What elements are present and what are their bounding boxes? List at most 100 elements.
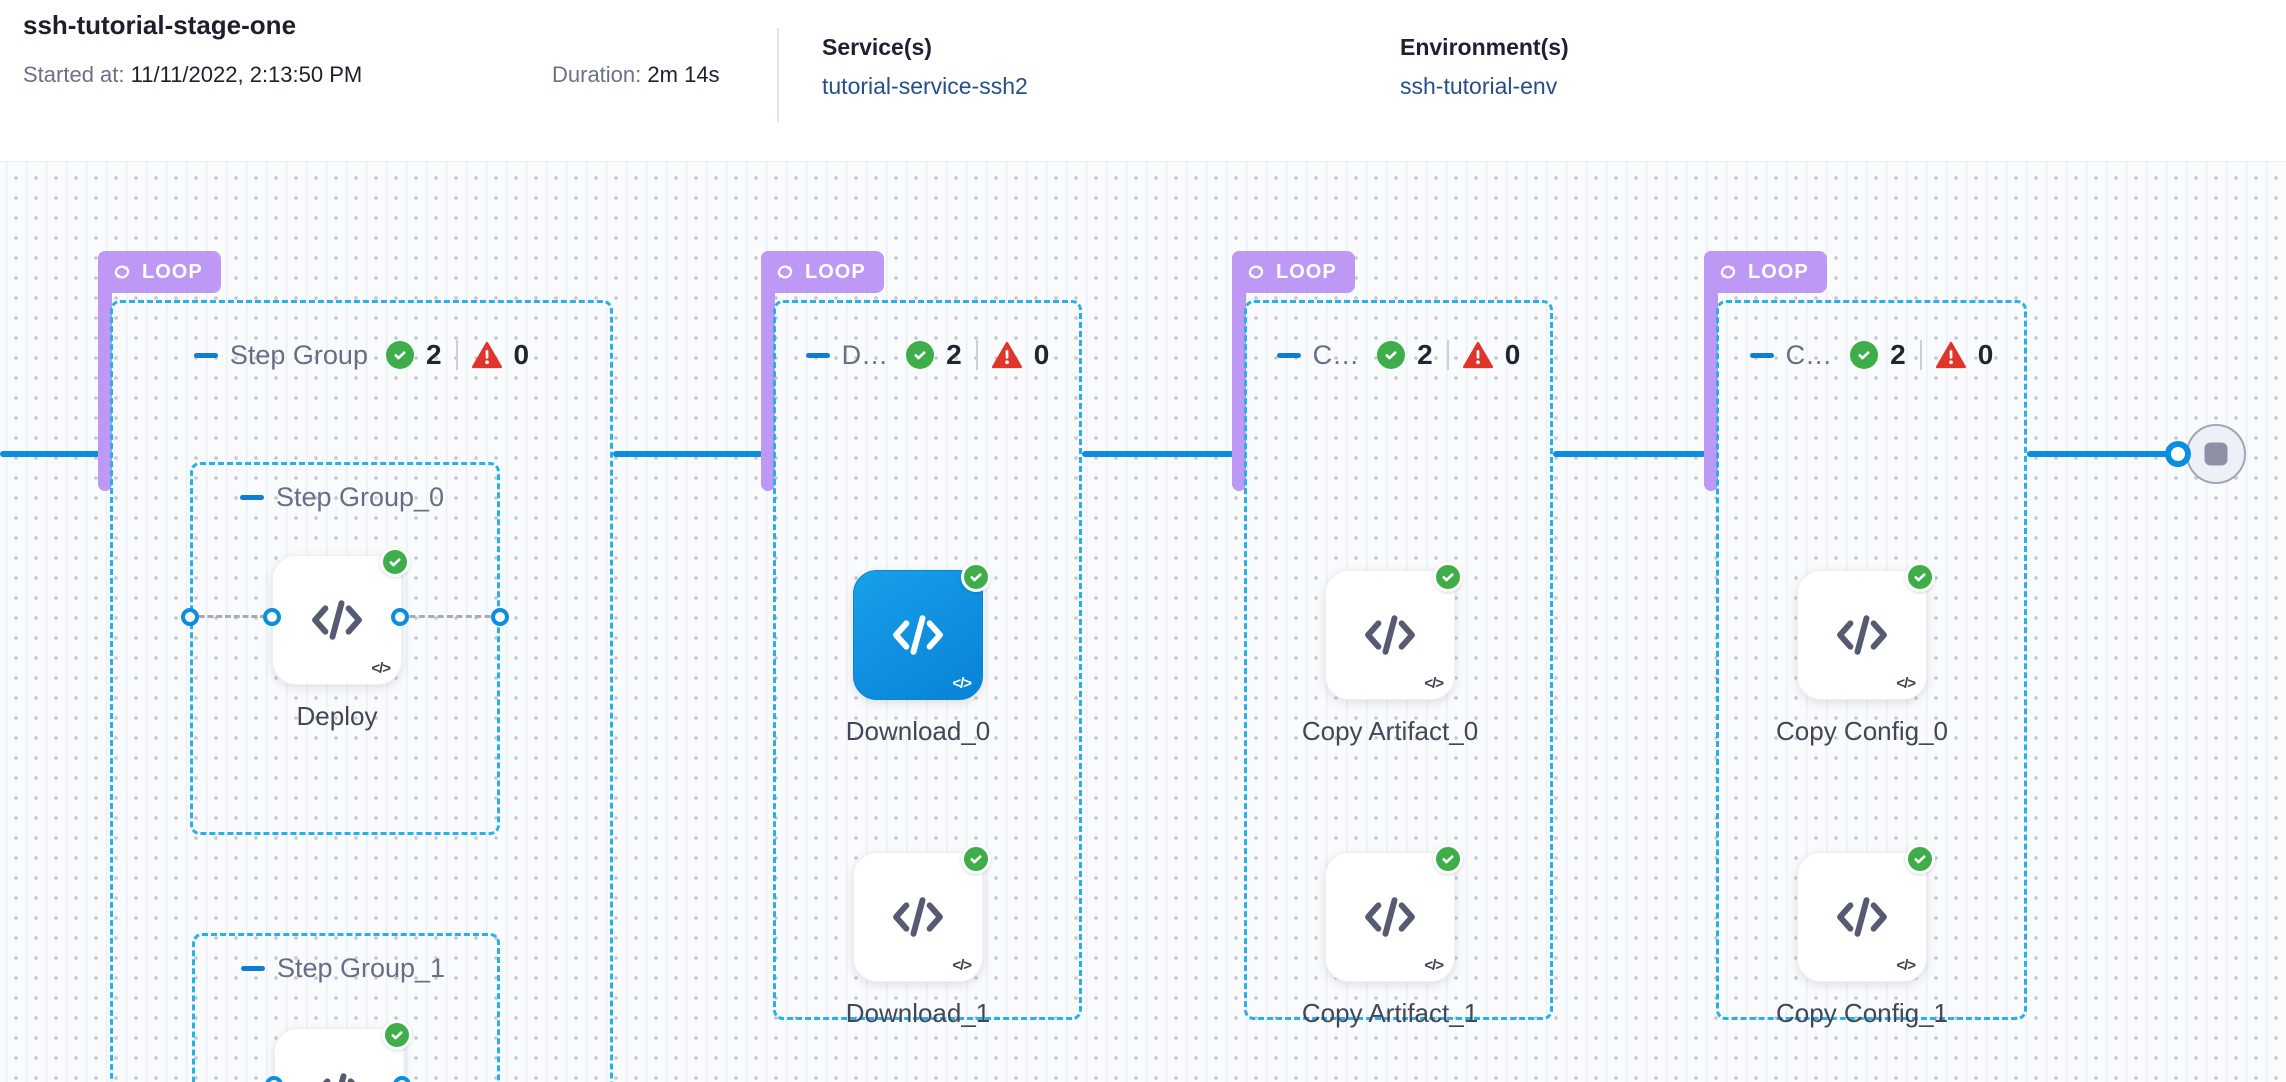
code-step-type-icon: </>: [1424, 957, 1444, 974]
count-divider: [1919, 340, 1922, 370]
started-at-value: 11/11/2022, 2:13:50 PM: [130, 62, 363, 87]
loop-badge: LOOP: [1232, 251, 1355, 293]
step-group-1-container: Step Group_1: [192, 933, 500, 1082]
count-divider: [455, 340, 458, 370]
stage-title: ssh-tutorial-stage-one: [23, 10, 297, 40]
code-icon: [1365, 615, 1415, 655]
download-group-name: D…: [841, 339, 889, 370]
environment-link[interactable]: ssh-tutorial-env: [1400, 73, 1558, 99]
step-node[interactable]: [274, 1020, 412, 1082]
duration-label: Duration:: [552, 62, 642, 87]
connector-line: [1553, 451, 1706, 457]
success-check-icon: [382, 1020, 412, 1050]
loop-badge: LOOP: [761, 251, 884, 293]
step-node-copy-config-0[interactable]: </>: [1797, 562, 1935, 700]
code-icon: [893, 615, 943, 655]
success-check-icon: [380, 547, 410, 577]
step-node-download-1[interactable]: </>: [853, 844, 991, 982]
collapse-minus-icon[interactable]: [193, 352, 218, 358]
started-at: Started at: 11/11/2022, 2:13:50 PM: [23, 62, 362, 88]
step-node-download-0[interactable]: </>: [853, 562, 991, 700]
collapse-minus-icon[interactable]: [805, 352, 830, 358]
connector-dot[interactable]: [391, 608, 409, 626]
step-node-download-1-unit: </> Download_1: [846, 844, 991, 1028]
failure-warning-icon: [1462, 341, 1493, 369]
success-check-icon: [1850, 341, 1879, 369]
count-divider: [1446, 340, 1449, 370]
loop-strip: [98, 251, 112, 491]
started-at-label: Started at:: [23, 62, 125, 87]
loop-strip: [1232, 251, 1246, 491]
step-label: Deploy: [296, 701, 378, 731]
step-label: Copy Config_0: [1776, 716, 1948, 746]
success-check-icon: [1377, 341, 1406, 369]
duration-value: 2m 14s: [647, 62, 720, 87]
step-node-copy-artifact-0[interactable]: </>: [1325, 562, 1463, 700]
step-node-copy-artifact-1-unit: </> Copy Artifact_1: [1302, 844, 1478, 1028]
loop-badge-label: LOOP: [1748, 260, 1809, 283]
step-node-copy-config-1[interactable]: </>: [1797, 844, 1935, 982]
collapse-minus-icon[interactable]: [1276, 352, 1301, 358]
step-node-deploy[interactable]: </>: [272, 547, 410, 685]
connector-dot[interactable]: [393, 1076, 411, 1082]
connector-line: [2027, 451, 2168, 457]
stop-icon: [2204, 442, 2228, 466]
step-group-0-container: Step Group_0 </> Deploy: [181, 462, 509, 835]
failure-warning-icon: [1935, 341, 1966, 369]
success-check-icon: [1433, 562, 1463, 592]
copy-config-group-header: C… 2 0: [1719, 333, 2024, 377]
dashed-link: [400, 615, 500, 618]
code-step-type-icon: </>: [1896, 957, 1916, 974]
connector-line: [1082, 451, 1234, 457]
loop-icon: [777, 265, 793, 279]
execution-graph-canvas[interactable]: LOOP LOOP LOOP LOOP: [0, 162, 2286, 1082]
code-step-type-icon: </>: [371, 660, 391, 677]
connector-line: [0, 451, 100, 457]
step-node-deploy-unit: </> Deploy: [272, 547, 410, 731]
connector-dot[interactable]: [181, 608, 199, 626]
failed-count: 0: [513, 339, 530, 370]
download-group-header: D… 2 0: [776, 333, 1079, 377]
step-node-copy-config-0-unit: </> Copy Config_0: [1776, 562, 1948, 746]
code-step-type-icon: </>: [1424, 675, 1444, 692]
count-divider: [975, 340, 978, 370]
connector-dot[interactable]: [491, 608, 509, 626]
failed-count: 0: [1504, 339, 1521, 370]
success-check-icon: [385, 341, 414, 369]
connector-dot: [2165, 441, 2191, 467]
step-label: Copy Artifact_0: [1301, 716, 1479, 746]
loop-badge: LOOP: [98, 251, 221, 293]
failed-count: 0: [1977, 339, 1994, 370]
connector-dot[interactable]: [265, 1076, 283, 1082]
copy-artifact-group-name: C…: [1312, 339, 1360, 370]
pipeline-end-node: [2186, 424, 2246, 484]
download-group-container: D… 2 0 </>: [773, 300, 1082, 1028]
loop-strip: [1704, 251, 1718, 491]
failure-warning-icon: [471, 341, 502, 369]
collapse-minus-icon[interactable]: [1749, 352, 1774, 358]
duration: Duration: 2m 14s: [552, 62, 720, 88]
code-icon: [1837, 897, 1887, 937]
code-step-type-icon: </>: [952, 675, 972, 692]
dashed-link: [190, 615, 266, 618]
step-node-copy-config-1-unit: </> Copy Config_1: [1776, 844, 1948, 1028]
collapse-minus-icon[interactable]: [240, 965, 265, 971]
step-label: Download_0: [845, 716, 991, 746]
step-group-0-header: Step Group_0: [193, 475, 497, 519]
failure-warning-icon: [991, 341, 1022, 369]
copy-config-group-container: C… 2 0 </>: [1716, 300, 2027, 1028]
loop-badge-label: LOOP: [142, 260, 203, 283]
service-link[interactable]: tutorial-service-ssh2: [822, 73, 1028, 99]
step-group-header: Step Group 2 0: [113, 333, 610, 377]
collapse-minus-icon[interactable]: [239, 494, 264, 500]
services-column: Service(s) tutorial-service-ssh2: [822, 34, 1028, 100]
step-label: Download_1: [845, 998, 991, 1028]
environments-column: Environment(s) ssh-tutorial-env: [1400, 34, 1569, 100]
stage-header: ssh-tutorial-stage-one Started at: 11/11…: [0, 0, 2286, 162]
connector-dot[interactable]: [263, 608, 281, 626]
step-node-copy-artifact-1[interactable]: </>: [1325, 844, 1463, 982]
code-step-type-icon: </>: [952, 957, 972, 974]
loop-badge: LOOP: [1704, 251, 1827, 293]
loop-badge-label: LOOP: [1276, 260, 1337, 283]
